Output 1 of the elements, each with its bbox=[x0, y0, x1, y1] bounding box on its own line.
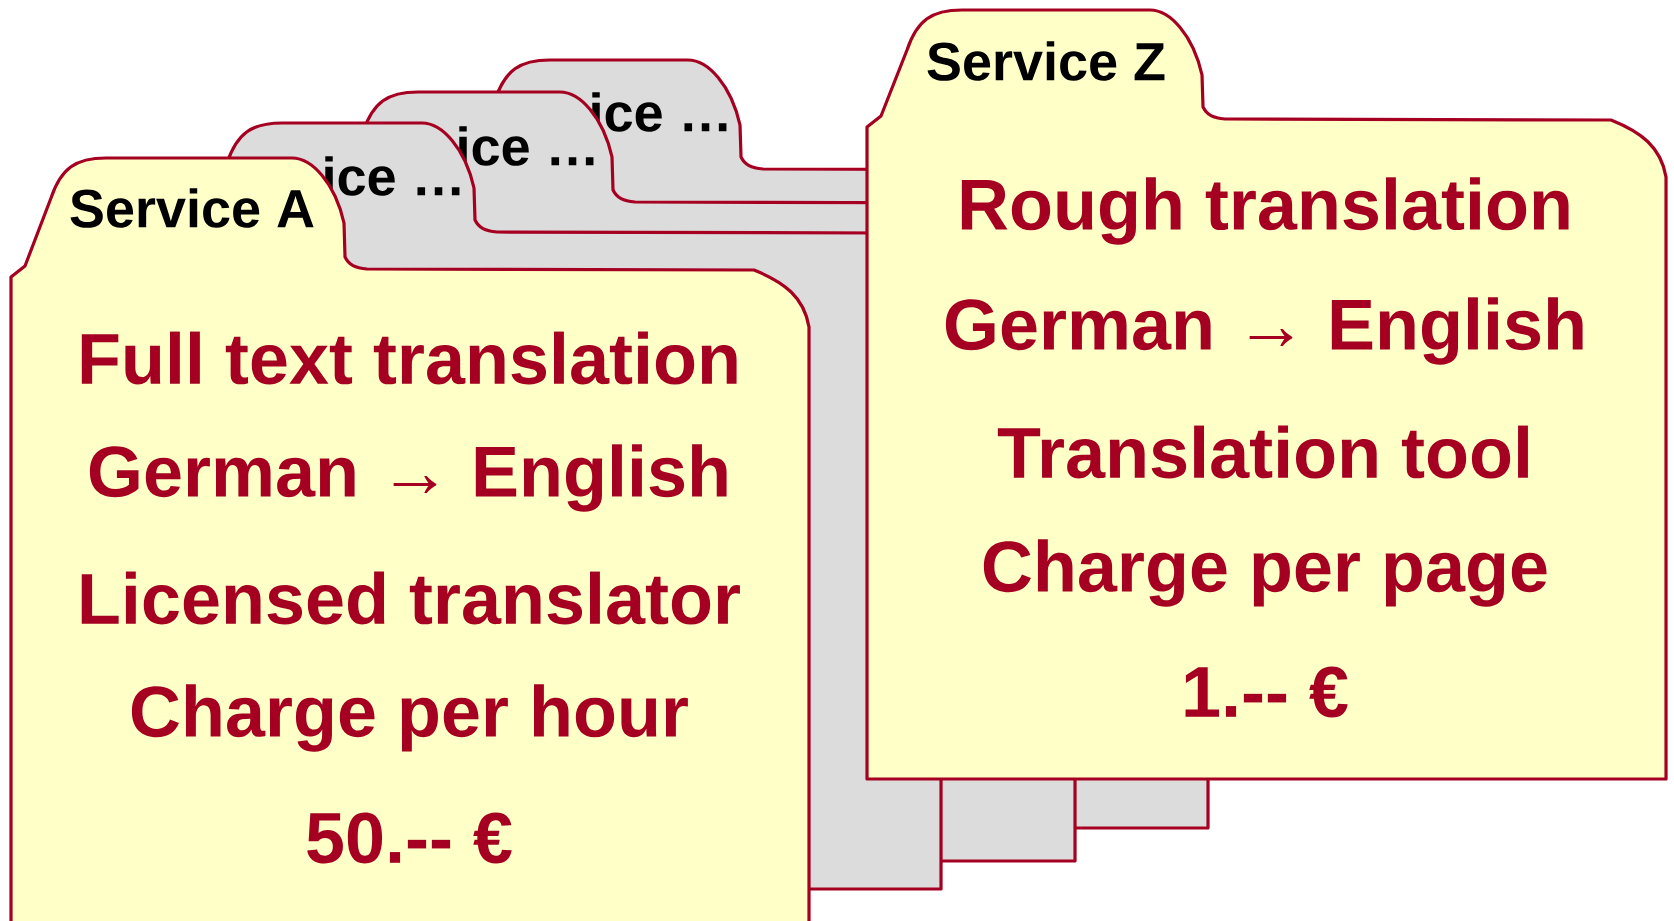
folder-card: Service Z Rough translation German → English Translation tool Charge per page 1.-- € bbox=[865, 8, 1668, 781]
